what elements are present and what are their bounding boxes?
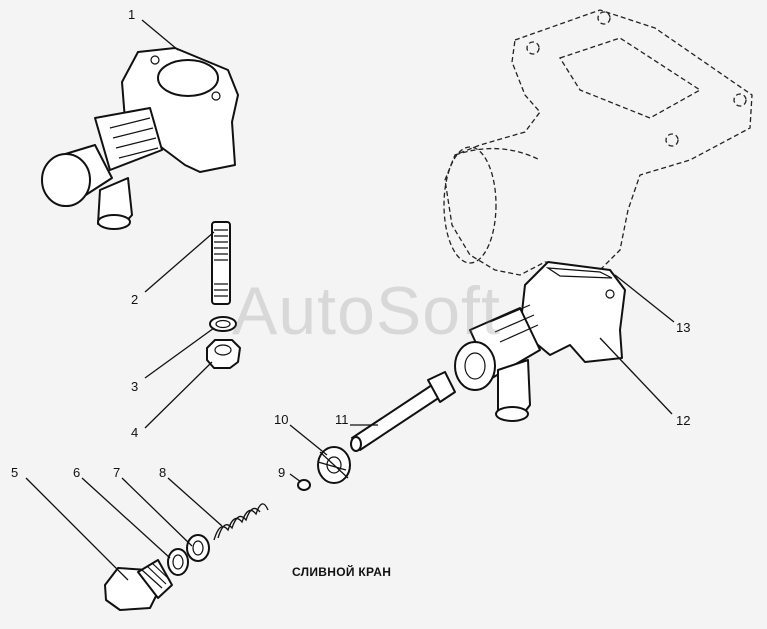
callout-12: 12 — [676, 413, 690, 428]
callout-7: 7 — [113, 465, 120, 480]
part-plug-5 — [104, 559, 173, 611]
callout-numbers: 1 2 3 4 5 6 7 8 9 10 11 12 13 — [11, 7, 690, 480]
part-spring-8 — [213, 503, 269, 541]
callout-4: 4 — [131, 425, 138, 440]
diagram-caption: СЛИВНОЙ КРАН — [292, 565, 392, 579]
callout-9: 9 — [278, 465, 285, 480]
leader-lines — [25, 19, 675, 581]
part-nut-4 — [206, 339, 241, 369]
callout-11: 11 — [335, 412, 349, 427]
manifold-outline — [443, 9, 753, 276]
part-washer-7 — [186, 534, 210, 562]
part-ring-6 — [167, 548, 189, 576]
part-rod-11 — [350, 371, 456, 452]
callout-5: 5 — [11, 465, 18, 480]
callout-6: 6 — [73, 465, 80, 480]
part-assembly-12 — [454, 261, 626, 422]
callout-3: 3 — [131, 379, 138, 394]
callout-1: 1 — [128, 7, 135, 22]
callout-10: 10 — [274, 412, 288, 427]
part-stud-2 — [211, 221, 231, 305]
callout-13: 13 — [676, 320, 690, 335]
part-housing-1 — [41, 47, 239, 230]
callout-8: 8 — [159, 465, 166, 480]
callout-2: 2 — [131, 292, 138, 307]
part-washer-9 — [297, 479, 311, 491]
part-washer-3 — [209, 316, 237, 332]
part-disc-10 — [317, 446, 351, 484]
